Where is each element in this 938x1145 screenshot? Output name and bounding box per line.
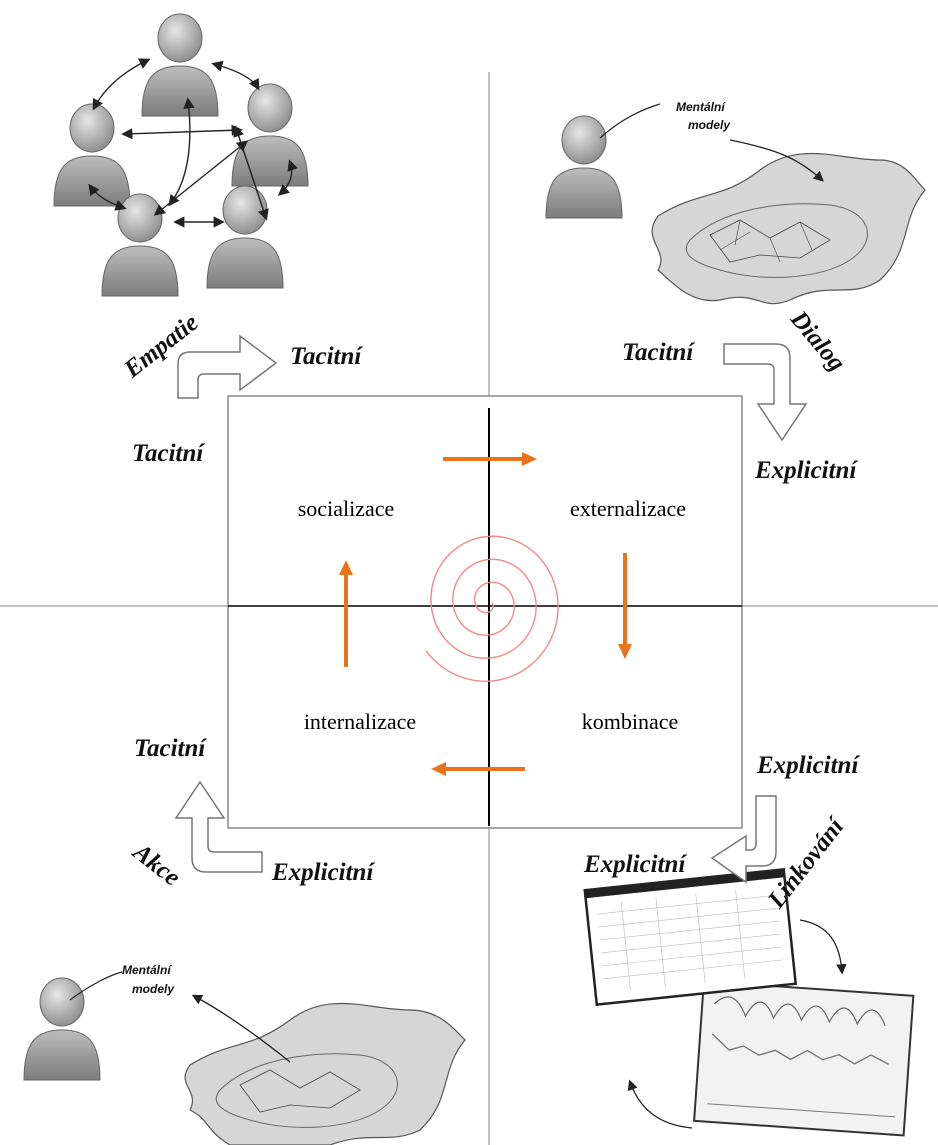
mental-models-bottom-line1: Mentální — [122, 963, 172, 977]
bl-source-label: Explicitní — [271, 859, 375, 886]
tl-target-label: Tacitní — [290, 343, 363, 370]
dialog-label: Dialog — [784, 305, 850, 376]
socialization-label: socializace — [298, 496, 395, 521]
bl-target-label: Tacitní — [134, 735, 207, 762]
people-network-icon — [54, 14, 308, 296]
person-icon — [546, 116, 622, 218]
mental-models-top-line2: modely — [688, 118, 731, 132]
externalization-label: externalizace — [570, 496, 686, 521]
br-target-label: Explicitní — [583, 851, 687, 878]
person-icon-bottom — [24, 978, 100, 1080]
tl-source-label: Tacitní — [132, 440, 205, 467]
network-map-icon-bottom — [185, 1003, 465, 1145]
mental-models-bottom-line2: modely — [132, 982, 175, 996]
spreadsheet-chart-icon — [585, 869, 914, 1135]
br-source-label: Explicitní — [756, 752, 860, 779]
empathy-arrow — [178, 336, 276, 398]
internalization-label: internalizace — [304, 709, 416, 734]
mental-models-top-line1: Mentální — [676, 100, 726, 114]
network-map-icon — [652, 153, 925, 303]
combination-label: kombinace — [582, 709, 679, 734]
tr-target-label: Explicitní — [754, 457, 858, 484]
tr-source-label: Tacitní — [622, 339, 695, 366]
action-label: Akce — [126, 837, 185, 891]
